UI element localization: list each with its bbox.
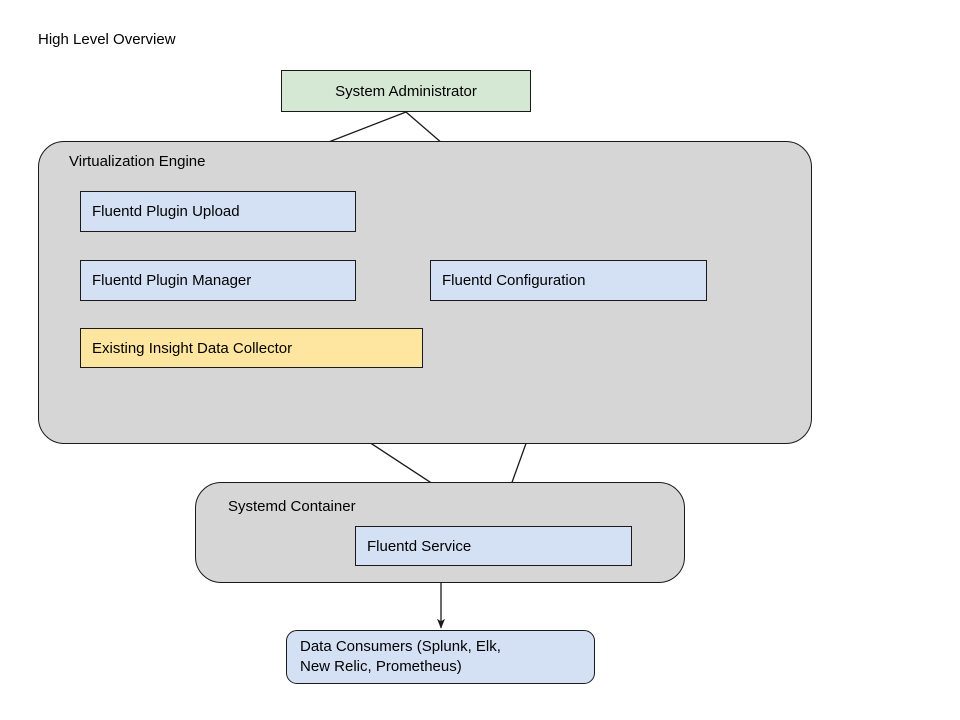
node-label-data-consumers-line-2: New Relic, Prometheus) <box>300 658 462 675</box>
page-title: High Level Overview <box>38 31 176 48</box>
node-system-administrator[interactable]: System Administrator <box>281 70 531 112</box>
node-data-consumers[interactable]: Data Consumers (Splunk, Elk, New Relic, … <box>286 630 595 684</box>
node-label-system-administrator: System Administrator <box>335 82 477 100</box>
node-fluentd-service[interactable]: Fluentd Service <box>355 526 632 566</box>
node-label-data-consumers: Data Consumers (Splunk, Elk, New Relic, … <box>300 637 501 677</box>
container-label-virtualization-engine: Virtualization Engine <box>69 153 206 170</box>
node-fluentd-configuration[interactable]: Fluentd Configuration <box>430 260 707 301</box>
node-label-fluentd-configuration: Fluentd Configuration <box>442 272 586 289</box>
node-label-fluentd-service: Fluentd Service <box>367 537 472 555</box>
node-label-data-consumers-line-1: Data Consumers (Splunk, Elk, <box>300 638 501 655</box>
node-label-fluentd-plugin-upload: Fluentd Plugin Upload <box>92 203 240 220</box>
node-fluentd-plugin-manager[interactable]: Fluentd Plugin Manager <box>80 260 356 301</box>
node-label-fluentd-plugin-manager: Fluentd Plugin Manager <box>92 272 252 289</box>
container-label-systemd-container: Systemd Container <box>228 498 356 515</box>
node-label-existing-insight-data-collector: Existing Insight Data Collector <box>92 339 293 357</box>
node-existing-insight-data-collector[interactable]: Existing Insight Data Collector <box>80 328 423 368</box>
node-fluentd-plugin-upload[interactable]: Fluentd Plugin Upload <box>80 191 356 232</box>
